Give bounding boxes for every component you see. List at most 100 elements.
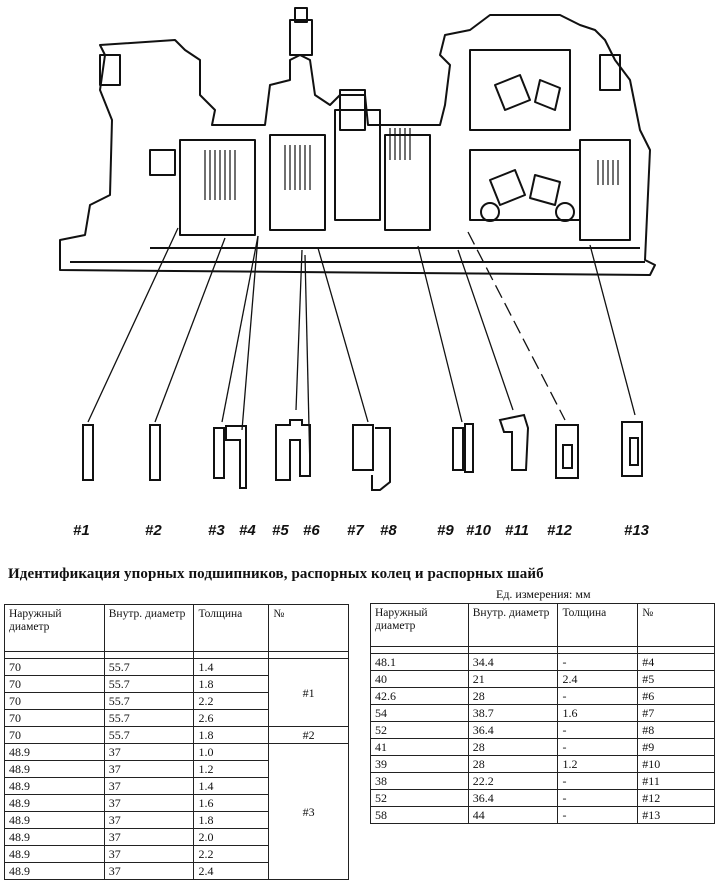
cell-outer: 41	[370, 738, 469, 756]
cell-thickness: 2.2	[193, 845, 270, 863]
cell-outer: 48.9	[4, 794, 105, 812]
cell-outer: 42.6	[370, 687, 469, 705]
cell-number: #6	[637, 687, 715, 705]
part-label-6: #6	[303, 522, 320, 539]
cell-outer: 58	[370, 806, 469, 824]
cell-outer: 70	[4, 726, 105, 744]
cell-inner: 28	[467, 687, 559, 705]
cell-thickness: 1.8	[193, 811, 270, 829]
cell-thickness: 1.0	[193, 743, 270, 761]
cell-number: #9	[637, 738, 715, 756]
cell-thickness: 2.4	[193, 862, 270, 880]
cell-number: #10	[637, 755, 715, 773]
cell-inner: 22.2	[467, 772, 559, 790]
cell-number: #13	[637, 806, 715, 824]
cell-outer: 39	[370, 755, 469, 773]
part-label-12: #12	[547, 522, 573, 539]
cell-outer: 52	[370, 789, 469, 807]
cell-inner: 37	[103, 777, 195, 795]
cell-thickness: -	[557, 653, 639, 671]
cell-inner: 55.7	[103, 658, 195, 676]
table-row: 70 55.7 1.8 #2	[4, 726, 349, 744]
cell-number: #12	[637, 789, 715, 807]
cell-thickness: 1.2	[557, 755, 639, 773]
part-label-13: #13	[624, 522, 650, 539]
cell-outer: 48.9	[4, 845, 105, 863]
cell-thickness: -	[557, 738, 639, 756]
table-header-row: Наружный диаметр Внутр. диаметр Толщина …	[4, 604, 349, 652]
cell-thickness: 1.4	[193, 777, 270, 795]
cell-thickness: 2.2	[193, 692, 270, 710]
cell-outer: 48.9	[4, 760, 105, 778]
header-outer-diameter: Наружный диаметр	[370, 603, 469, 647]
cell-outer: 48.9	[4, 743, 105, 761]
cell-outer: 38	[370, 772, 469, 790]
cell-inner: 36.4	[467, 789, 559, 807]
cell-thickness: 1.2	[193, 760, 270, 778]
cell-inner: 37	[103, 743, 195, 761]
cell-outer: 48.9	[4, 862, 105, 880]
cell-inner: 55.7	[103, 709, 195, 727]
header-number: №	[637, 603, 715, 647]
cell-inner: 37	[103, 794, 195, 812]
cell-inner: 38.7	[467, 704, 559, 722]
table-row: 70 55.7 2.2	[4, 692, 349, 710]
cell-inner: 36.4	[467, 721, 559, 739]
cell-inner: 34.4	[467, 653, 559, 671]
cell-thickness: 1.6	[193, 794, 270, 812]
cell-inner: 37	[103, 845, 195, 863]
header-number: №	[268, 604, 349, 652]
header-inner-diameter: Внутр. диаметр	[467, 603, 559, 647]
cell-inner: 44	[467, 806, 559, 824]
header-inner-diameter: Внутр. диаметр	[103, 604, 195, 652]
cell-number: #7	[637, 704, 715, 722]
table-row: 70 55.7 2.6	[4, 709, 349, 727]
cell-inner: 37	[103, 760, 195, 778]
cell-outer: 48.9	[4, 828, 105, 846]
cell-thickness: 1.8	[193, 726, 270, 744]
part-label-1: #1	[73, 522, 90, 539]
cell-inner: 37	[103, 828, 195, 846]
cell-number: #5	[637, 670, 715, 688]
cell-thickness: -	[557, 721, 639, 739]
cell-outer: 70	[4, 692, 105, 710]
cell-number: #2	[268, 726, 349, 744]
cell-thickness: -	[557, 772, 639, 790]
units-note: Ед. измерения: мм	[496, 587, 591, 601]
cell-inner: 37	[103, 811, 195, 829]
cell-thickness: 1.6	[557, 704, 639, 722]
part-label-11: #11	[505, 522, 529, 539]
cell-inner: 21	[467, 670, 559, 688]
cell-thickness: 2.6	[193, 709, 270, 727]
cell-inner: 55.7	[103, 692, 195, 710]
cell-outer: 48.9	[4, 777, 105, 795]
cell-thickness: -	[557, 806, 639, 824]
cell-outer: 48.9	[4, 811, 105, 829]
cell-outer: 54	[370, 704, 469, 722]
cell-outer: 40	[370, 670, 469, 688]
header-thickness: Толщина	[557, 603, 639, 647]
transmission-cross-section-drawing	[59, 7, 656, 491]
part-label-10: #10	[466, 522, 492, 539]
cell-inner: 28	[467, 755, 559, 773]
part-label-5: #5	[272, 522, 289, 539]
table-row: 48.9 37 1.0 #3	[4, 743, 349, 880]
cell-inner: 55.7	[103, 675, 195, 693]
cell-thickness: 2.0	[193, 828, 270, 846]
cell-number: #11	[637, 772, 715, 790]
cell-inner: 55.7	[103, 726, 195, 744]
table-row: 48.9 37 1.8	[4, 811, 349, 829]
part-label-9: #9	[437, 522, 454, 539]
part-label-7: #7	[347, 522, 364, 539]
table-row: 70 55.7 1.4 #1	[4, 658, 349, 727]
part-label-3: #3	[208, 522, 225, 539]
cell-thickness: -	[557, 687, 639, 705]
cell-outer: 48.1	[370, 653, 469, 671]
